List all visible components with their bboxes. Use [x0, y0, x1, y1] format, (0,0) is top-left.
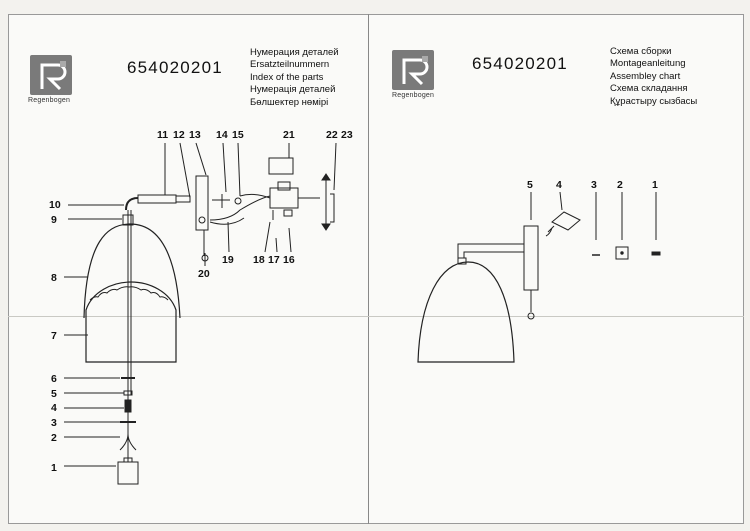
part-label-21: 21	[283, 129, 295, 141]
brand-name-right: Regenbogen	[392, 92, 435, 99]
assembly-label-3: 3	[591, 179, 597, 191]
part-label-15: 15	[232, 129, 244, 141]
part-label-3: 3	[51, 417, 57, 429]
title-ua: Схема складання	[610, 83, 688, 95]
part-index-titles: Нумерация деталей Ersatzteilnummern Inde…	[250, 47, 339, 109]
title-ru: Нумерация деталей	[250, 47, 339, 58]
part-label-13: 13	[189, 129, 201, 141]
title-ua: Нумерація деталей	[250, 84, 336, 96]
title-en: Index of the parts	[250, 71, 324, 83]
regenbogen-logo-right	[392, 50, 434, 90]
part-label-7: 7	[51, 330, 57, 342]
part-label-10: 10	[49, 199, 61, 211]
part-label-16: 16	[283, 254, 295, 266]
title-ru: Схема сборки	[610, 46, 672, 57]
part-label-11: 11	[157, 129, 169, 141]
part-label-8: 8	[51, 272, 57, 284]
part-label-18: 18	[253, 254, 265, 266]
assembly-label-2: 2	[617, 179, 623, 191]
part-label-6: 6	[51, 373, 57, 385]
part-label-1: 1	[51, 462, 57, 474]
title-kz: Құрастыру сызбасы	[610, 95, 698, 107]
part-label-23: 23	[341, 129, 353, 141]
part-label-14: 14	[216, 129, 228, 141]
part-label-22: 22	[326, 129, 338, 141]
part-label-12: 12	[173, 129, 185, 141]
title-de: Montageanleitung	[610, 58, 686, 70]
fold-line	[8, 316, 744, 317]
assembly-label-1: 1	[652, 179, 658, 191]
regenbogen-logo-left	[30, 55, 72, 95]
assembly-label-5: 5	[527, 179, 533, 191]
panel-divider	[368, 14, 369, 524]
title-de: Ersatzteilnummern	[250, 59, 330, 71]
part-label-19: 19	[222, 254, 234, 266]
part-label-4: 4	[51, 402, 57, 414]
assembly-titles: Схема сборки Montageanleitung Assembley …	[610, 46, 697, 108]
article-code-right: 654020201	[472, 54, 568, 73]
part-label-20: 20	[198, 268, 210, 280]
part-label-17: 17	[268, 254, 280, 266]
title-kz: Бөлшектер нөмірі	[250, 96, 329, 108]
title-en: Assembley chart	[610, 70, 681, 82]
assembly-label-4: 4	[556, 179, 562, 191]
part-label-5: 5	[51, 388, 57, 400]
part-label-2: 2	[51, 432, 57, 444]
article-code-left: 654020201	[127, 58, 223, 77]
part-label-9: 9	[51, 214, 57, 226]
brand-name-left: Regenbogen	[28, 97, 71, 104]
